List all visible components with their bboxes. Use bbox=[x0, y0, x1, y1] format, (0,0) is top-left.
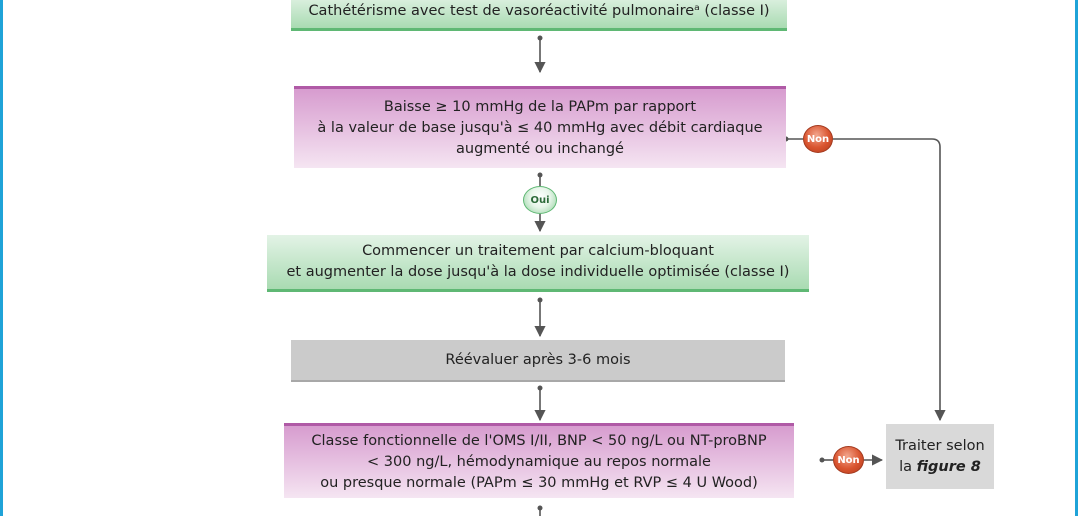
box-pressure-drop: Baisse ≥ 10 mmHg de la PAPm par rapport … bbox=[294, 86, 786, 168]
box-treat-per-figure: Traiter selon la figure 8 bbox=[886, 424, 994, 489]
badge-non-bottom: Non bbox=[833, 446, 864, 474]
arrow-functional-continue bbox=[537, 505, 543, 516]
box-pressure-drop-line1: Baisse ≥ 10 mmHg de la PAPm par rapport bbox=[383, 99, 697, 115]
badge-non-bottom-label: Non bbox=[837, 454, 860, 466]
frame-left-border bbox=[0, 0, 3, 516]
box-treat-per-figure-line1: Traiter selon bbox=[895, 437, 985, 454]
box-catheterism: Cathétérisme avec test de vasoréactivité… bbox=[291, 0, 787, 31]
arrow-catheterism-to-drop bbox=[534, 35, 546, 74]
box-functional-class-line1: Classe fonctionnelle de l'OMS I/II, BNP … bbox=[311, 432, 767, 449]
box-pressure-drop-line3: augmenté ou inchangé bbox=[456, 141, 624, 157]
box-treat-per-figure-prefix: la bbox=[899, 458, 917, 475]
badge-non-top: Non bbox=[803, 125, 833, 153]
box-pressure-drop-line2: à la valeur de base jusqu'à ≤ 40 mmHg av… bbox=[317, 120, 763, 136]
box-calcium-treatment-line1: Commencer un traitement par calcium-bloq… bbox=[362, 243, 714, 259]
arrow-treatment-to-reevaluate bbox=[534, 297, 546, 338]
arrow-reevaluate-to-functional bbox=[534, 385, 546, 422]
box-reevaluate-text: Réévaluer après 3-6 mois bbox=[445, 351, 631, 368]
badge-oui: Oui bbox=[523, 186, 557, 214]
badge-non-top-label: Non bbox=[806, 133, 830, 145]
badge-oui-label: Oui bbox=[530, 194, 550, 206]
figure-reference: figure 8 bbox=[916, 458, 981, 475]
arrow-drop-to-oui bbox=[537, 172, 543, 186]
box-calcium-treatment: Commencer un traitement par calcium-bloq… bbox=[267, 235, 809, 292]
box-functional-class: Classe fonctionnelle de l'OMS I/II, BNP … bbox=[284, 423, 794, 498]
box-functional-class-line2: < 300 ng/L, hémodynamique au repos norma… bbox=[367, 453, 711, 470]
frame-right-border bbox=[1075, 0, 1078, 516]
box-functional-class-line3: ou presque normale (PAPm ≤ 30 mmHg et RV… bbox=[320, 474, 758, 491]
box-calcium-treatment-line2: et augmenter la dose jusqu'à la dose ind… bbox=[286, 264, 790, 280]
arrow-non-bottom-to-treat bbox=[819, 454, 884, 466]
box-reevaluate: Réévaluer après 3-6 mois bbox=[291, 340, 785, 382]
box-treat-per-figure-line2: la figure 8 bbox=[899, 457, 981, 478]
box-catheterism-text: Cathétérisme avec test de vasoréactivité… bbox=[308, 2, 770, 19]
